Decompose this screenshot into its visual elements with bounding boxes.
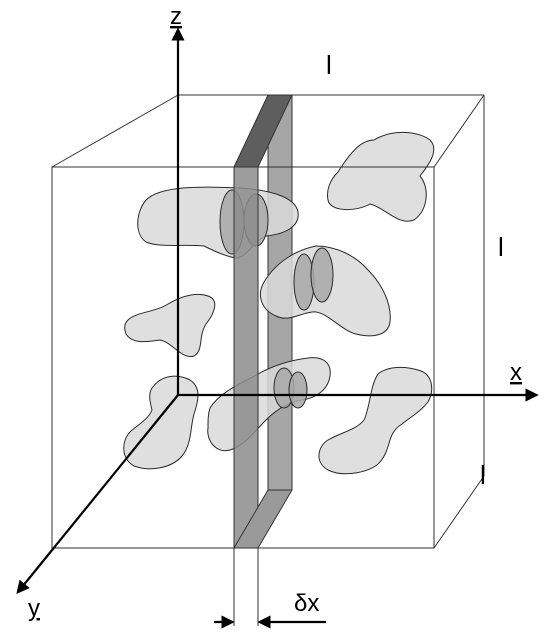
- cross-section: [310, 247, 334, 303]
- slice-front-face: [233, 166, 259, 549]
- edge-length-top-label: l: [326, 50, 332, 80]
- slice-width-marker: [214, 548, 326, 629]
- cube-front-edges: [51, 94, 485, 549]
- y-axis: [16, 394, 179, 595]
- particle-blob: [318, 366, 433, 475]
- z-axis-label: z: [170, 3, 182, 30]
- slice-width-label: δx: [294, 590, 319, 617]
- y-axis-label: y: [28, 595, 40, 622]
- x-axis-label: x: [510, 359, 522, 386]
- particle-blob: [123, 375, 199, 470]
- edge-length-right-label: l: [498, 232, 504, 262]
- edge-length-depth-label: l: [480, 460, 486, 490]
- particle-blob: [327, 132, 435, 222]
- particle-blob: [124, 293, 216, 358]
- cross-section: [288, 371, 308, 409]
